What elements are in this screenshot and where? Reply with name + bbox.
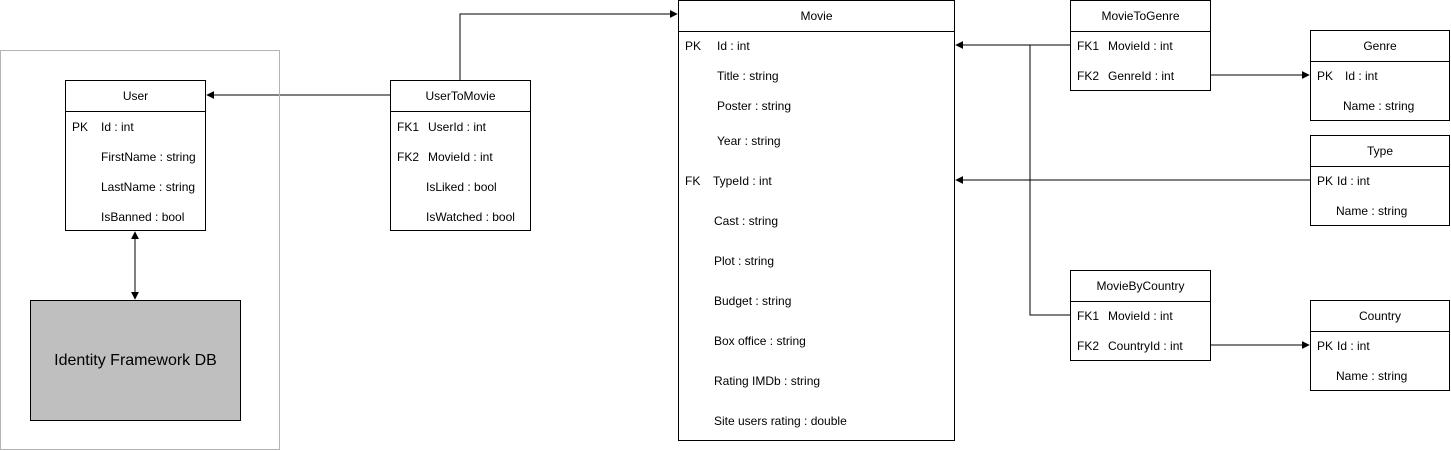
entity-row: FK TypeId : int [679, 166, 954, 196]
entity-row: PK Id : int [1311, 166, 1449, 196]
entity-row: Rating IMDb : string [679, 366, 954, 396]
field-label: Id : int [101, 120, 134, 134]
entity-row: Plot : string [679, 246, 954, 276]
field-label: Budget : string [714, 294, 792, 308]
field-label: IsWatched : bool [426, 210, 515, 224]
entity-user[interactable]: User PK Id : int FirstName : string Last… [65, 80, 206, 231]
entity-row: IsWatched : bool [391, 202, 530, 232]
entity-title: Movie [679, 1, 954, 32]
identity-group-container [0, 50, 280, 450]
moviebycountry-to-movie-line [1029, 45, 1070, 316]
key-label: FK1 [397, 120, 420, 134]
entity-row: PK Id : int [1311, 61, 1449, 91]
field-label: UserId : int [428, 120, 487, 134]
entity-row: Site users rating : double [679, 406, 954, 436]
field-label: Box office : string [714, 334, 806, 348]
entity-row: Poster : string [679, 91, 954, 121]
key-label: PK [1317, 339, 1334, 353]
key-label: PK [685, 39, 702, 53]
entity-title: MovieByCountry [1071, 271, 1210, 302]
entity-row: Name : string [1311, 196, 1449, 226]
entity-row: PK Id : int [66, 112, 205, 142]
entity-genre[interactable]: Genre PK Id : int Name : string [1310, 30, 1450, 121]
entity-row: FK1 MovieId : int [1071, 301, 1210, 331]
field-label: Site users rating : double [714, 414, 847, 428]
entity-row: Budget : string [679, 286, 954, 316]
field-label: Name : string [1336, 369, 1408, 383]
field-label: Id : int [1337, 339, 1370, 353]
entity-moviebycountry[interactable]: MovieByCountry FK1 MovieId : int FK2 Cou… [1070, 270, 1211, 361]
identity-framework-db: Identity Framework DB [30, 300, 241, 421]
field-label: Id : int [717, 39, 750, 53]
key-label: FK1 [1077, 39, 1100, 53]
field-label: IsLiked : bool [426, 180, 497, 194]
identity-db-label: Identity Framework DB [54, 351, 217, 369]
key-label: PK [1317, 69, 1334, 83]
field-label: TypeId : int [713, 174, 772, 188]
field-label: Name : string [1336, 204, 1408, 218]
entity-row: FK2 CountryId : int [1071, 331, 1210, 361]
key-label: PK [72, 120, 89, 134]
field-label: Year : string [717, 134, 781, 148]
entity-title: UserToMovie [391, 81, 530, 112]
entity-row: Cast : string [679, 206, 954, 236]
entity-row: Box office : string [679, 326, 954, 356]
field-label: Cast : string [714, 214, 779, 228]
field-label: Id : int [1345, 69, 1378, 83]
entity-title: Country [1311, 301, 1449, 332]
usertomovie-to-movie-arrow [459, 10, 678, 80]
field-label: IsBanned : bool [101, 210, 185, 224]
entity-row: FK1 UserId : int [391, 112, 530, 142]
key-label: FK2 [1077, 69, 1100, 83]
entity-row: Title : string [679, 61, 954, 91]
entity-row: FK1 MovieId : int [1071, 31, 1210, 61]
entity-row: Name : string [1311, 91, 1449, 121]
entity-row: PK Id : int [1311, 331, 1449, 361]
entity-title: Genre [1311, 31, 1449, 62]
entity-usertomovie[interactable]: UserToMovie FK1 UserId : int FK2 MovieId… [390, 80, 531, 231]
field-label: MovieId : int [428, 150, 493, 164]
field-label: FirstName : string [101, 150, 196, 164]
entity-row: IsLiked : bool [391, 172, 530, 202]
entity-row: IsBanned : bool [66, 202, 205, 232]
field-label: Rating IMDb : string [714, 374, 821, 388]
field-label: GenreId : int [1108, 69, 1175, 83]
entity-row: PK Id : int [679, 31, 954, 61]
entity-row: FK2 GenreId : int [1071, 61, 1210, 91]
entity-movietogenre[interactable]: MovieToGenre FK1 MovieId : int FK2 Genre… [1070, 0, 1211, 91]
entity-row: Year : string [679, 126, 954, 156]
entity-row: FK2 MovieId : int [391, 142, 530, 172]
entity-title: MovieToGenre [1071, 1, 1210, 32]
field-label: Name : string [1343, 99, 1415, 113]
field-label: Id : int [1337, 174, 1370, 188]
key-label: FK2 [1077, 339, 1100, 353]
entity-type[interactable]: Type PK Id : int Name : string [1310, 135, 1450, 226]
field-label: Title : string [717, 69, 779, 83]
entity-title: User [66, 81, 205, 112]
field-label: Poster : string [717, 99, 792, 113]
key-label: FK1 [1077, 309, 1100, 323]
field-label: MovieId : int [1108, 39, 1173, 53]
key-label: PK [1317, 174, 1334, 188]
field-label: LastName : string [101, 180, 196, 194]
entity-title: Type [1311, 136, 1449, 167]
field-label: Plot : string [714, 254, 775, 268]
entity-row: Name : string [1311, 361, 1449, 391]
entity-row: LastName : string [66, 172, 205, 202]
field-label: CountryId : int [1108, 339, 1183, 353]
entity-country[interactable]: Country PK Id : int Name : string [1310, 300, 1450, 391]
field-label: MovieId : int [1108, 309, 1173, 323]
entity-row: FirstName : string [66, 142, 205, 172]
key-label: FK2 [397, 150, 420, 164]
entity-movie[interactable]: Movie PK Id : int Title : string Poster … [678, 0, 955, 441]
key-label: FK [685, 174, 701, 188]
